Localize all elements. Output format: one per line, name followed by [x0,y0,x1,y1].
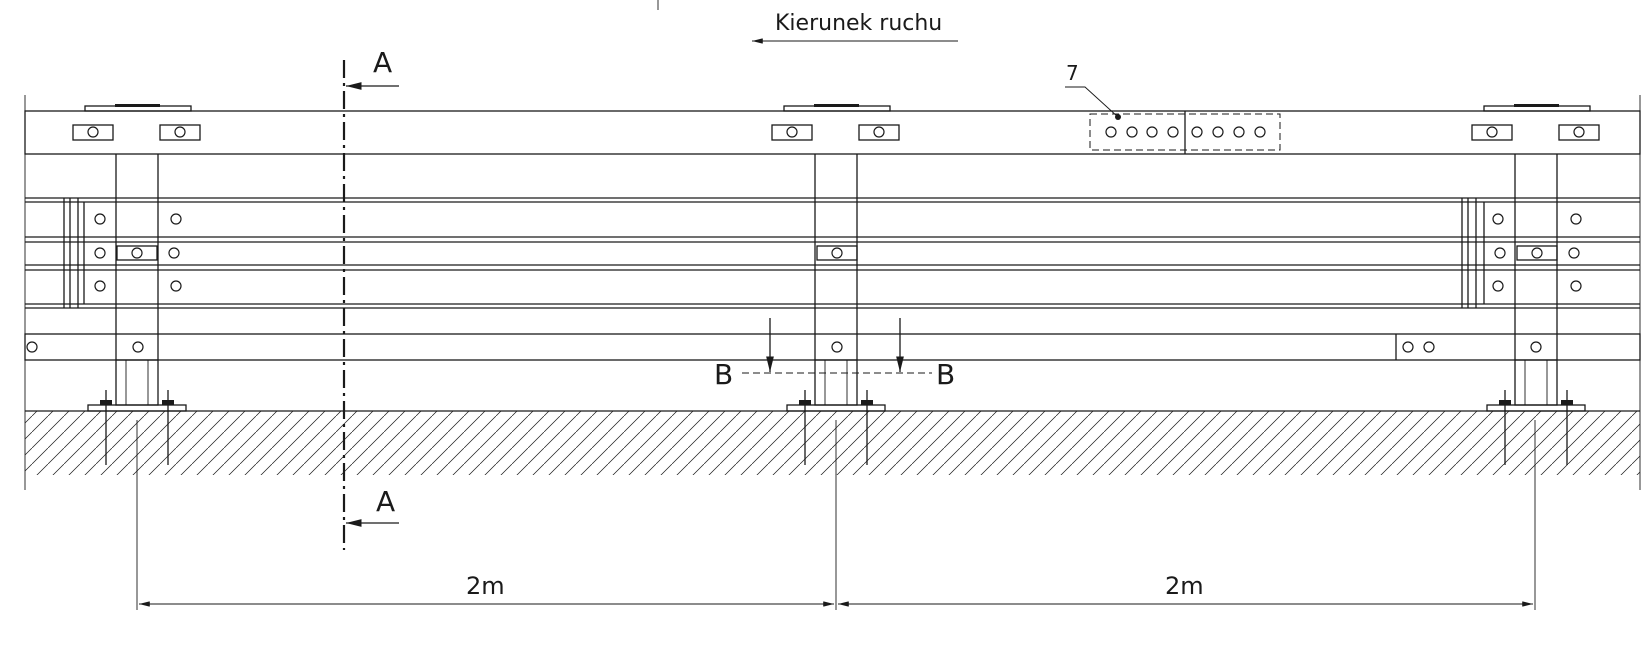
bolt-hole [170,213,182,225]
slot-hole [1558,124,1600,141]
bolt-hole [1531,247,1543,259]
bolt-hole [94,247,106,259]
post-left [72,104,201,465]
bolt-hole [1105,126,1117,138]
section-b-right-label: B [936,358,955,391]
bolt-hole [1233,126,1245,138]
bolt-hole [1126,126,1138,138]
slot-hole [72,124,114,141]
bolt-hole [1402,341,1414,353]
bolt-hole [1530,341,1542,353]
slot-hole [858,124,900,141]
anchor-nut [100,400,112,405]
base-plate [87,404,187,412]
bolt-hole [1573,126,1585,138]
lower-rail [24,333,1641,361]
bolt-hole [1423,341,1435,353]
post-cap-top [814,104,859,107]
section-a-top-label: A [373,46,392,79]
dim-label-left: 2m [466,572,505,600]
post-cap-top [115,104,160,107]
bolt-hole [786,126,798,138]
bolt-hole [1212,126,1224,138]
post-cap-top [1514,104,1559,107]
post-base-column [1514,359,1558,406]
bolt-hole [1167,126,1179,138]
bolt-hole [170,280,182,292]
slot-hole [159,124,201,141]
bolt-hole [26,341,38,353]
bolt-hole [1486,126,1498,138]
callout-7-dot [1115,114,1121,120]
bolt-hole [174,126,186,138]
bolt-hole [87,126,99,138]
section-a-a: A A [342,46,399,550]
bolt-hole [94,280,106,292]
direction-label: Kierunek ruchu [775,11,942,36]
anchor-nut [861,400,873,405]
section-b-left-label: B [714,358,733,391]
splice-bolt-holes [1105,126,1266,138]
anchor-nut [1499,400,1511,405]
bolt-hole [831,247,843,259]
bolt-hole [1568,247,1580,259]
base-plate [1486,404,1586,412]
bolt-hole [1570,213,1582,225]
anchor-nut [1561,400,1573,405]
anchor-nut [799,400,811,405]
beam-splice-left [63,198,79,308]
post-base-column [115,359,159,406]
slot-hole [771,124,813,141]
bolt-hole [1146,126,1158,138]
section-a-bottom-label: A [376,485,395,518]
bolt-hole [1191,126,1203,138]
bolt-hole [1570,280,1582,292]
slot-hole [116,245,158,261]
ground [25,410,1640,475]
w-beam-guardrail [25,197,1640,309]
ground-hatch [25,411,1640,475]
bolt-hole [168,247,180,259]
beam-splice-right [1461,198,1477,308]
slot-hole [816,245,858,261]
dimensions: 2m 2m [136,420,1536,610]
slot-hole [1471,124,1513,141]
bolt-hole [1492,213,1504,225]
callout-7: 7 [1065,61,1121,120]
bolt-hole [873,126,885,138]
post-base-column [814,359,858,406]
direction-indicator: Kierunek ruchu [752,11,958,44]
slot-hole [1516,245,1558,261]
bolt-hole [1492,280,1504,292]
top-rail-body [24,110,1641,155]
base-plate [786,404,886,412]
section-b-b: B B [714,318,955,391]
bolt-hole [132,341,144,353]
callout-7-label: 7 [1066,61,1079,85]
anchor-nut [162,400,174,405]
bolt-hole [94,213,106,225]
bolt-hole [1254,126,1266,138]
lower-rail-body [24,333,1641,361]
bolt-hole [1494,247,1506,259]
bolt-hole [831,341,843,353]
bolt-hole [131,247,143,259]
callout-7-leader [1065,86,1119,118]
dim-label-right: 2m [1165,572,1204,600]
top-handrail: 7 [24,61,1641,155]
